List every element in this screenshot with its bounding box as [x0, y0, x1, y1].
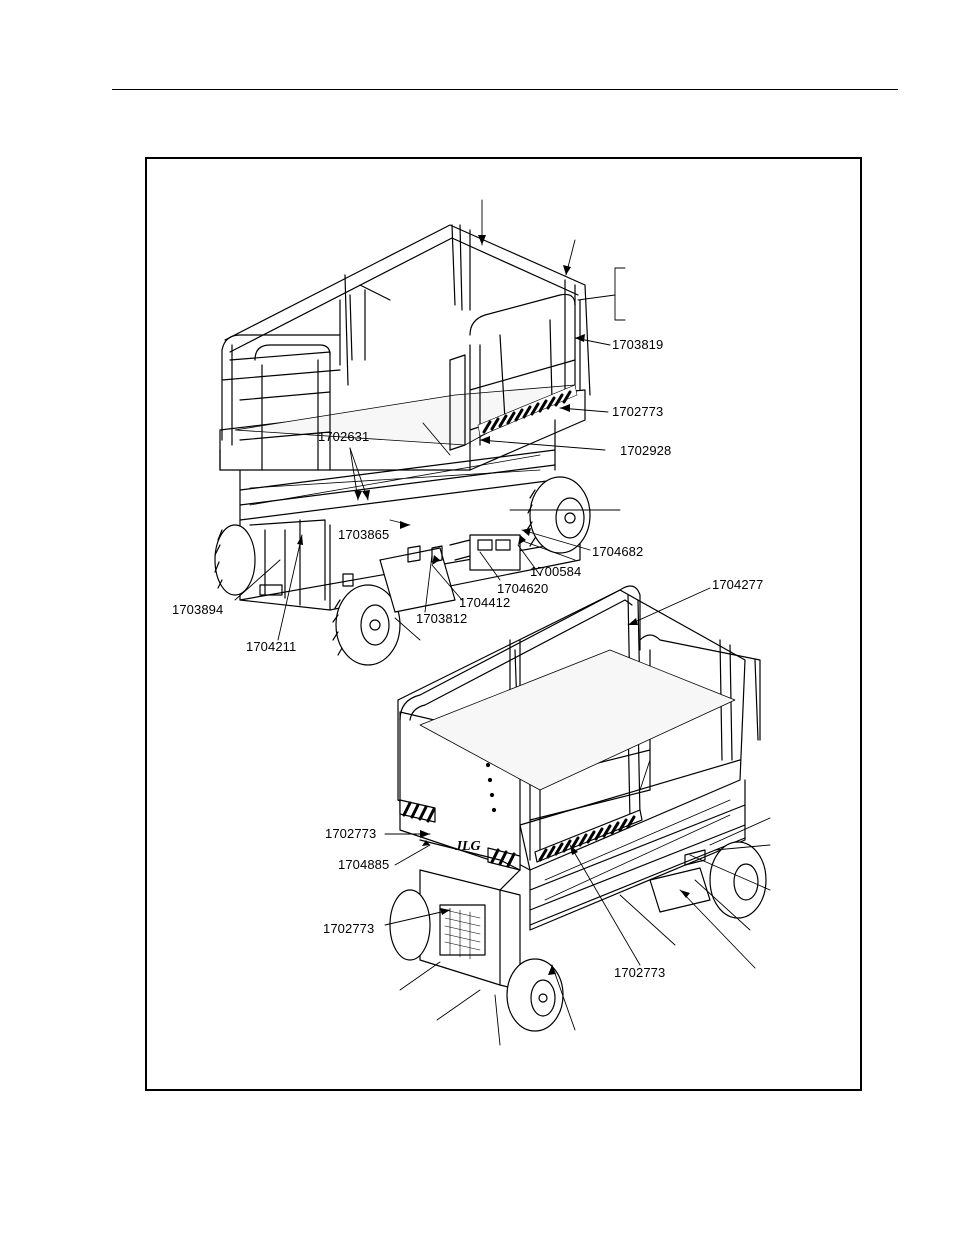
- upper-machine-illustration: [215, 225, 590, 665]
- callout-1702631: 1702631: [318, 430, 369, 443]
- callout-1702773-side: 1702773: [323, 922, 374, 935]
- callout-1703894: 1703894: [172, 603, 223, 616]
- callout-1703812: 1703812: [416, 612, 467, 625]
- callout-1704682: 1704682: [592, 545, 643, 558]
- callout-1704885: 1704885: [338, 858, 389, 871]
- wheel-front-right: [333, 585, 400, 665]
- wheel-front-left: [215, 525, 255, 595]
- callout-1704277: 1704277: [712, 578, 763, 591]
- wheel-lower-front: [507, 959, 563, 1031]
- callout-1704412: 1704412: [459, 596, 510, 609]
- callout-1704620: 1704620: [497, 582, 548, 595]
- wheel-lower-rear: [710, 842, 766, 918]
- callout-1702773-bottom: 1702773: [614, 966, 665, 979]
- lower-machine-illustration: JLG JLG: [390, 586, 766, 1031]
- callout-1702773-left: 1702773: [325, 827, 376, 840]
- callout-1703819: 1703819: [612, 338, 663, 351]
- callout-1703865: 1703865: [338, 528, 389, 541]
- callout-1704211: 1704211: [246, 640, 296, 653]
- callout-1702928: 1702928: [620, 444, 671, 457]
- wheel-lower-left: [390, 890, 430, 960]
- leader-lines: [235, 200, 770, 1045]
- wheel-rear: [527, 477, 590, 553]
- callout-1702773-upper: 1702773: [612, 405, 663, 418]
- callout-1700584: 1700584: [530, 565, 581, 578]
